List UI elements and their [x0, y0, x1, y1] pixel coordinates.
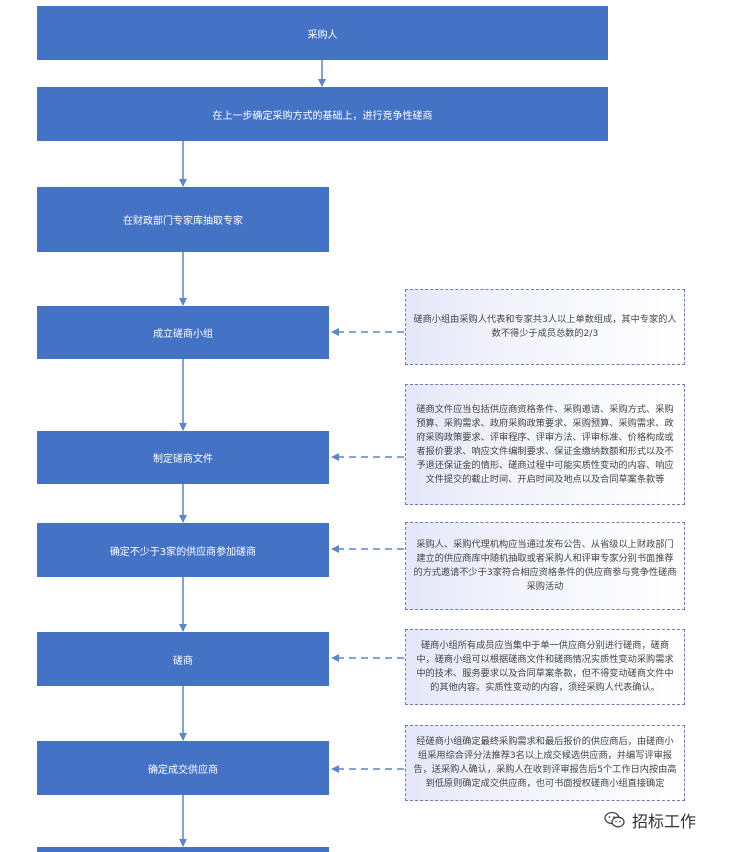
note-document-contents: 磋商文件应当包括供应商资格条件、采购邀请、采购方式、采购预算、采购需求、政府采购… [405, 384, 685, 505]
step-negotiation: 磋商 [37, 632, 329, 686]
watermark: 招标工作 [604, 808, 696, 832]
step-select-suppliers: 确定不少于3家的供应商参加磋商 [37, 523, 329, 577]
note-negotiation-rules-text: 磋商小组所有成员应当集中于单一供应商分别进行磋商，磋商中，磋商小组可以根据磋商文… [416, 640, 674, 693]
step-form-panel: 成立磋商小组 [37, 306, 329, 359]
note-confirm-supplier-text: 经磋商小组确定最终采购需求和最后报价的供应商后，由磋商小组采用综合评分法推荐3名… [413, 736, 677, 789]
note-negotiation-rules: 磋商小组所有成员应当集中于单一供应商分别进行磋商，磋商中，磋商小组可以根据磋商文… [405, 629, 685, 705]
step-extract-experts: 在财政部门专家库抽取专家 [37, 187, 329, 252]
note-document-contents-text: 磋商文件应当包括供应商资格条件、采购邀请、采购方式、采购预算、采购需求、政府采购… [416, 403, 674, 485]
step-confirm-supplier: 确定成交供应商 [37, 741, 329, 795]
watermark-text: 招标工作 [632, 812, 697, 831]
note-panel-composition-text: 磋商小组由采购人代表和专家共3人以上单数组成，其中专家的人数不得少于成员总数的2… [413, 314, 677, 339]
step-next-partial [37, 847, 329, 852]
note-confirm-supplier: 经磋商小组确定最终采购需求和最后报价的供应商后，由磋商小组采用综合评分法推荐3名… [405, 725, 685, 801]
step-prepare-documents: 制定磋商文件 [37, 431, 329, 484]
step-competitive-negotiation: 在上一步确定采购方式的基础上，进行竞争性磋商 [37, 87, 608, 141]
step-purchaser: 采购人 [37, 6, 608, 60]
note-supplier-invitation: 采购人、采购代理机构应当通过发布公告、从省级以上财政部门建立的供应商库中随机抽取… [405, 522, 685, 610]
note-supplier-invitation-text: 采购人、采购代理机构应当通过发布公告、从省级以上财政部门建立的供应商库中随机抽取… [413, 539, 677, 592]
note-panel-composition: 磋商小组由采购人代表和专家共3人以上单数组成，其中专家的人数不得少于成员总数的2… [405, 289, 685, 365]
wechat-icon [604, 811, 625, 828]
